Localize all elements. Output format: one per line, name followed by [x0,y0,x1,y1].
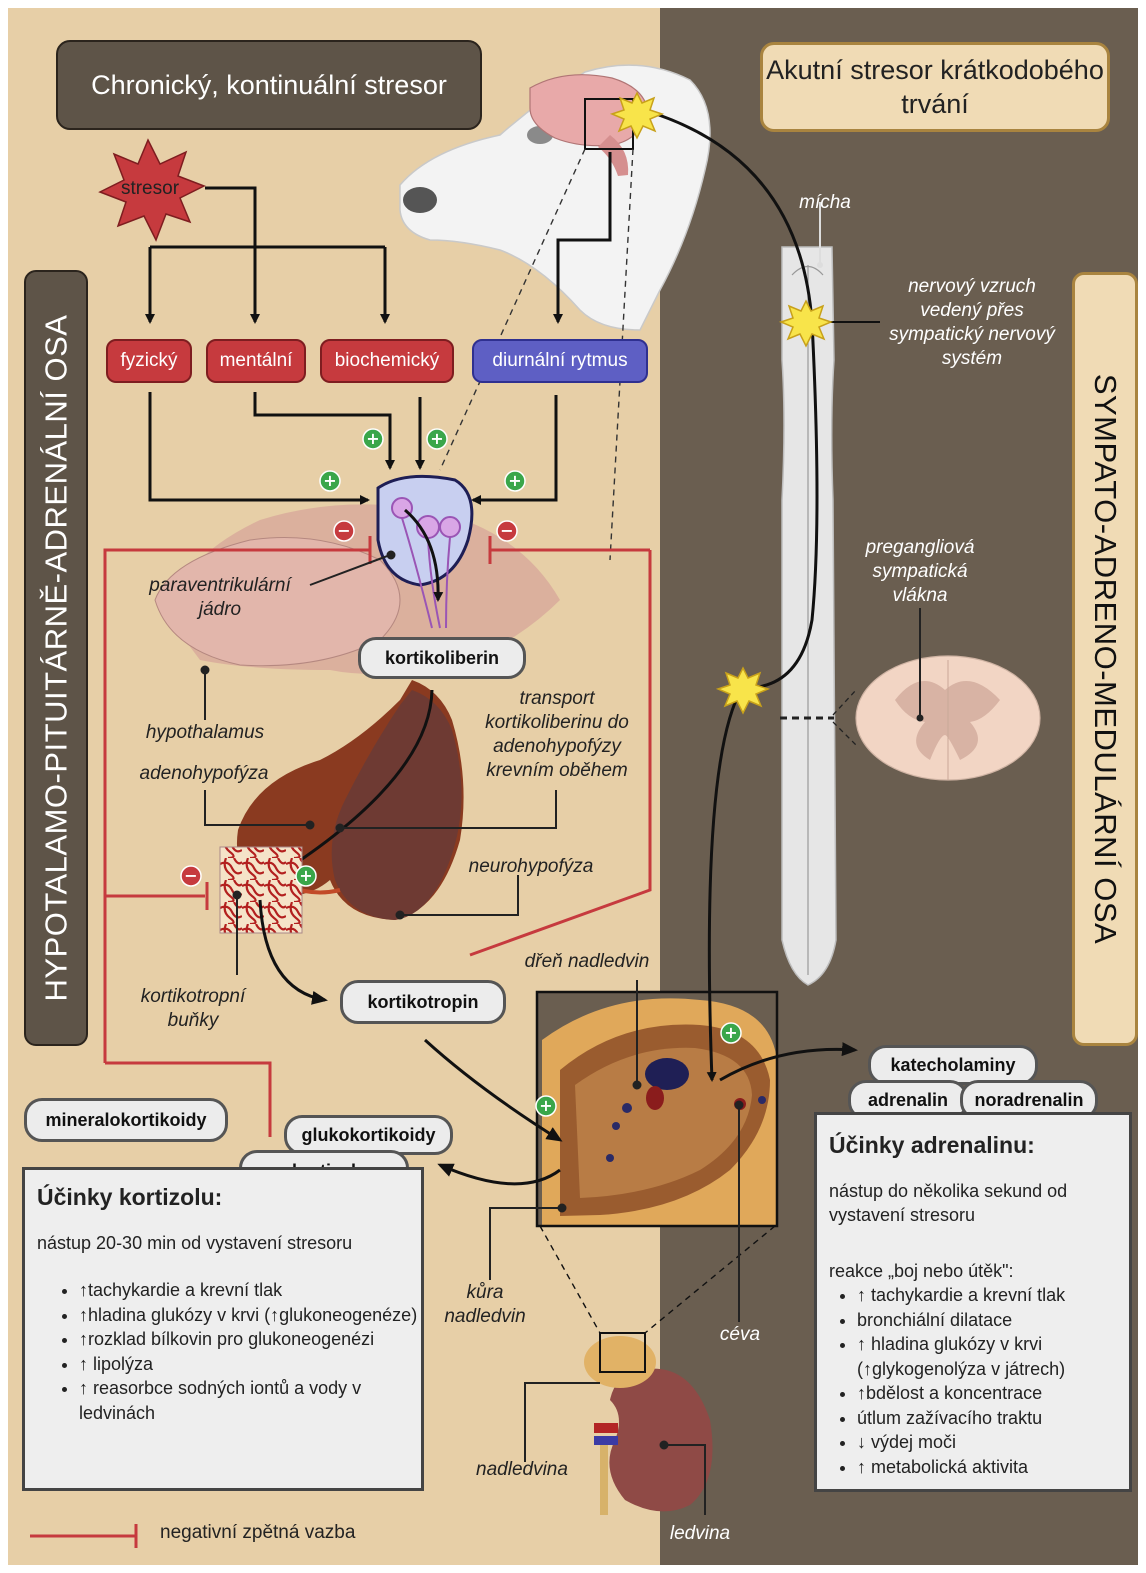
plus-sign-icon: + [504,470,526,497]
sam-axis-label: SYMPATO-ADRENO-MEDULÁRNÍ OSA [1072,272,1138,1046]
hpa-axis-label: HYPOTALAMO-PITUITÁRNĚ-ADRENÁLNÍ OSA [24,270,88,1046]
plus-sign-icon: + [319,470,341,497]
cortisol-effects-title: Účinky kortizolu: [37,1184,222,1211]
adrenaline-effects-box: Účinky adrenalinu: nástup do několika se… [814,1112,1132,1492]
list-item: ↑ metabolická aktivita [857,1455,1146,1480]
kidney-label: ledvina [655,1522,745,1546]
adrenal-cortex-label: kůra nadledvin [430,1281,540,1329]
cortisol-effects-box: Účinky kortizolu: nástup 20-30 min od vy… [22,1167,424,1491]
adrenaline-effects-list: ↑ tachykardie a krevní tlak bronchiální … [817,1283,1146,1479]
hypothalamus-label: hypothalamus [130,721,280,745]
kidney-illustration [584,1336,713,1515]
spinal-cord-label: mícha [780,191,870,215]
plus-sign-icon: + [720,1022,742,1049]
adrenaline-onset: nástup do několika sekund od vystavení s… [829,1179,1119,1227]
minus-sign-icon: − [496,520,518,547]
stressor-physical: fyzický [106,339,192,383]
catecholamines-label: katecholaminy [868,1045,1038,1085]
svg-text:+: + [508,471,521,490]
vessel-label: céva [700,1323,780,1347]
svg-text:−: − [337,521,350,540]
svg-text:+: + [299,866,312,885]
glucocorticoids-label: glukokortikoidy [284,1115,453,1155]
stressor-label: stresor [112,178,188,200]
corticotroph-cells-label: kortikotropní buňky [118,985,268,1033]
list-item: ↑tachykardie a krevní tlak [79,1278,429,1303]
adrenal-gland-label: nadledvina [462,1458,582,1482]
plus-sign-icon: + [426,428,448,455]
svg-text:−: − [500,521,513,540]
list-item: bronchiální dilatace [857,1308,1146,1333]
spinal-cord-shape [782,247,836,985]
adenohypophysis-label: adenohypofýza [124,762,284,786]
svg-text:+: + [366,429,379,448]
diurnal-rhythm: diurnální rytmus [472,339,648,383]
stressor-mental: mentální [206,339,306,383]
svg-text:+: + [430,429,443,448]
pvn-label: paraventrikulární jádro [130,574,310,622]
crh-transport-label: transport kortikoliberinu do adenohypofý… [466,687,648,783]
svg-text:+: + [539,1096,552,1115]
list-item: útlum zažívacího traktu [857,1406,1146,1431]
minus-sign-icon: − [180,865,202,892]
plus-sign-icon: + [295,865,317,892]
list-item: ↑ lipolýza [79,1352,429,1377]
plus-sign-icon: + [362,428,384,455]
list-item: ↑ tachykardie a krevní tlak [857,1283,1146,1308]
svg-text:+: + [323,471,336,490]
spinal-cord-cross-section [856,656,1040,780]
fight-or-flight-label: reakce „boj nebo útěk": [829,1259,1014,1283]
list-item: ↓ výdej moči [857,1430,1146,1455]
list-item: ↑ hladina glukózy v krvi (↑glykogenolýza… [857,1332,1146,1381]
list-item: ↑ reasorbce sodných iontů a vody v ledvi… [79,1376,429,1425]
acute-stressor-header: Akutní stresor krátkodobého trvání [760,42,1110,132]
list-item: ↑hladina glukózy v krvi (↑glukoneogenéze… [79,1303,429,1328]
stressor-biochemical: biochemický [320,339,454,383]
svg-text:+: + [724,1023,737,1042]
neurohypophysis-label: neurohypofýza [456,855,606,879]
acth-label: kortikotropin [340,980,506,1024]
cortisol-onset: nástup 20-30 min od vystavení stresoru [37,1231,352,1255]
nerve-impulse-label: nervový vzruch vedený přes sympatický ne… [888,275,1056,371]
svg-text:−: − [184,866,197,885]
list-item: ↑rozklad bílkovin pro glukoneogenézi [79,1327,429,1352]
list-item: ↑bdělost a koncentrace [857,1381,1146,1406]
mineralocorticoids-label: mineralokortikoidy [24,1098,228,1142]
minus-sign-icon: − [333,520,355,547]
adrenaline-effects-title: Účinky adrenalinu: [829,1132,1035,1159]
cortisol-effects-list: ↑tachykardie a krevní tlak ↑hladina gluk… [39,1278,429,1425]
crh-label: kortikoliberin [358,637,526,679]
preganglionic-fibers-label: pregangliová sympatická vlákna [846,536,994,608]
negative-feedback-legend: negativní zpětná vazba [160,1522,355,1544]
plus-sign-icon: + [535,1095,557,1122]
adrenal-medulla-label: dřeň nadledvin [512,950,662,974]
chronic-stressor-header: Chronický, kontinuální stresor [56,40,482,130]
